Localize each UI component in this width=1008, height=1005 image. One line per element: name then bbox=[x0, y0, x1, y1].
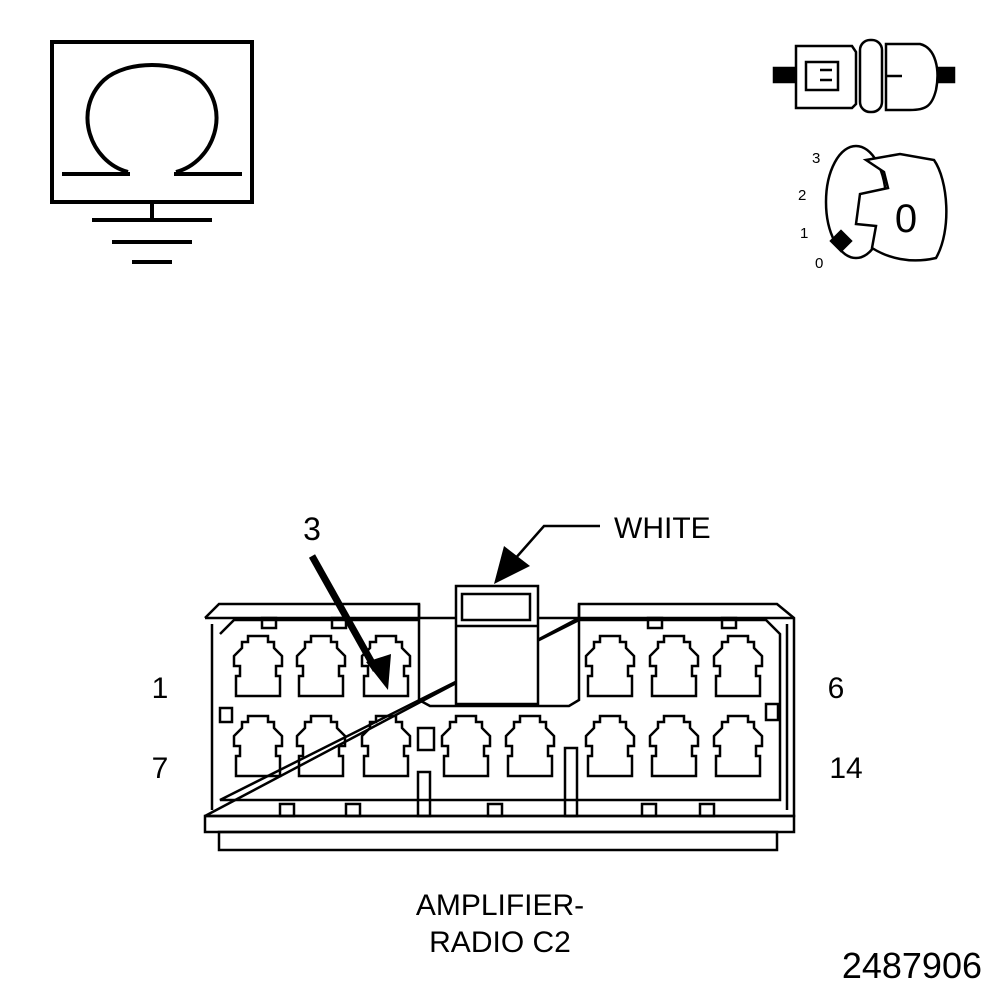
connector-name-line-2: RADIO C2 bbox=[429, 926, 571, 959]
connector-gap-edge bbox=[417, 604, 581, 708]
color-callout-arrowhead bbox=[494, 546, 530, 584]
disconnect-connector-icon bbox=[772, 38, 956, 114]
bottom-notch bbox=[640, 802, 658, 818]
color-callout: WHITE bbox=[494, 512, 711, 584]
connector-seal bbox=[858, 38, 884, 114]
pin-label-6: 6 bbox=[828, 672, 845, 705]
connector-name-line-1: AMPLIFIER- bbox=[416, 889, 584, 922]
terminal-cavity bbox=[232, 634, 284, 698]
cavity-row-top bbox=[232, 634, 764, 698]
pin-callout-label: 3 bbox=[303, 511, 321, 547]
bottom-notch bbox=[278, 802, 296, 818]
connector-color-label: WHITE bbox=[614, 512, 711, 545]
connector-lock-tower bbox=[454, 584, 540, 706]
pin-label-7: 7 bbox=[152, 752, 169, 785]
terminal-cavity bbox=[712, 714, 764, 778]
terminal-cavity bbox=[440, 714, 492, 778]
bottom-notch bbox=[486, 802, 504, 818]
ignition-position-3: 3 bbox=[812, 150, 820, 167]
connector-face bbox=[203, 584, 796, 852]
pin-3-callout: 3 bbox=[303, 511, 391, 690]
connector-half-right bbox=[884, 42, 939, 112]
bottom-notch bbox=[698, 802, 716, 818]
bottom-notch bbox=[344, 802, 362, 818]
terminal-cavity bbox=[648, 714, 700, 778]
side-key-left bbox=[218, 706, 234, 724]
ignition-position-2: 2 bbox=[798, 187, 806, 204]
side-key-right bbox=[764, 702, 780, 722]
omega-symbol bbox=[85, 63, 219, 174]
pin-callout-arrowhead bbox=[366, 654, 391, 690]
polarization-rib-right bbox=[563, 746, 579, 818]
ignition-position-1: 1 bbox=[800, 225, 808, 242]
terminal-cavity bbox=[295, 634, 347, 698]
polarization-rib-left bbox=[416, 770, 432, 818]
polarization-rib-top bbox=[416, 726, 436, 752]
ignition-switch-icon: 0 3 2 1 0 bbox=[798, 144, 948, 272]
terminal-cavity bbox=[712, 634, 764, 698]
connector-lock-window bbox=[460, 592, 532, 622]
latch-detail bbox=[820, 68, 832, 82]
color-callout-leader bbox=[513, 524, 600, 561]
pin-label-1: 1 bbox=[152, 672, 169, 705]
terminal-cavity bbox=[360, 714, 412, 778]
wire-left bbox=[772, 66, 800, 84]
ohmmeter-icon bbox=[50, 40, 254, 264]
terminal-cavity bbox=[648, 634, 700, 698]
pin-label-14: 14 bbox=[829, 752, 862, 785]
ignition-key bbox=[854, 152, 948, 262]
connector-latch bbox=[804, 60, 840, 92]
terminal-cavity bbox=[232, 714, 284, 778]
ignition-position-0: 0 bbox=[815, 255, 823, 272]
top-notch bbox=[646, 616, 664, 630]
pin-callout-arrow-shaft bbox=[308, 554, 380, 672]
cavity-row-bottom bbox=[232, 714, 764, 778]
ignition-key-label: 0 bbox=[895, 197, 917, 241]
terminal-cavity bbox=[504, 714, 556, 778]
connector-base-lower bbox=[217, 830, 779, 852]
top-notch bbox=[720, 616, 738, 630]
ignition-position-marker bbox=[829, 229, 853, 253]
top-notch bbox=[260, 616, 278, 630]
terminal-cavity bbox=[295, 714, 347, 778]
figure-number: 2487906 bbox=[842, 945, 982, 986]
terminal-cavity bbox=[584, 714, 636, 778]
connector-base-upper bbox=[203, 814, 796, 834]
terminal-cavity bbox=[584, 634, 636, 698]
